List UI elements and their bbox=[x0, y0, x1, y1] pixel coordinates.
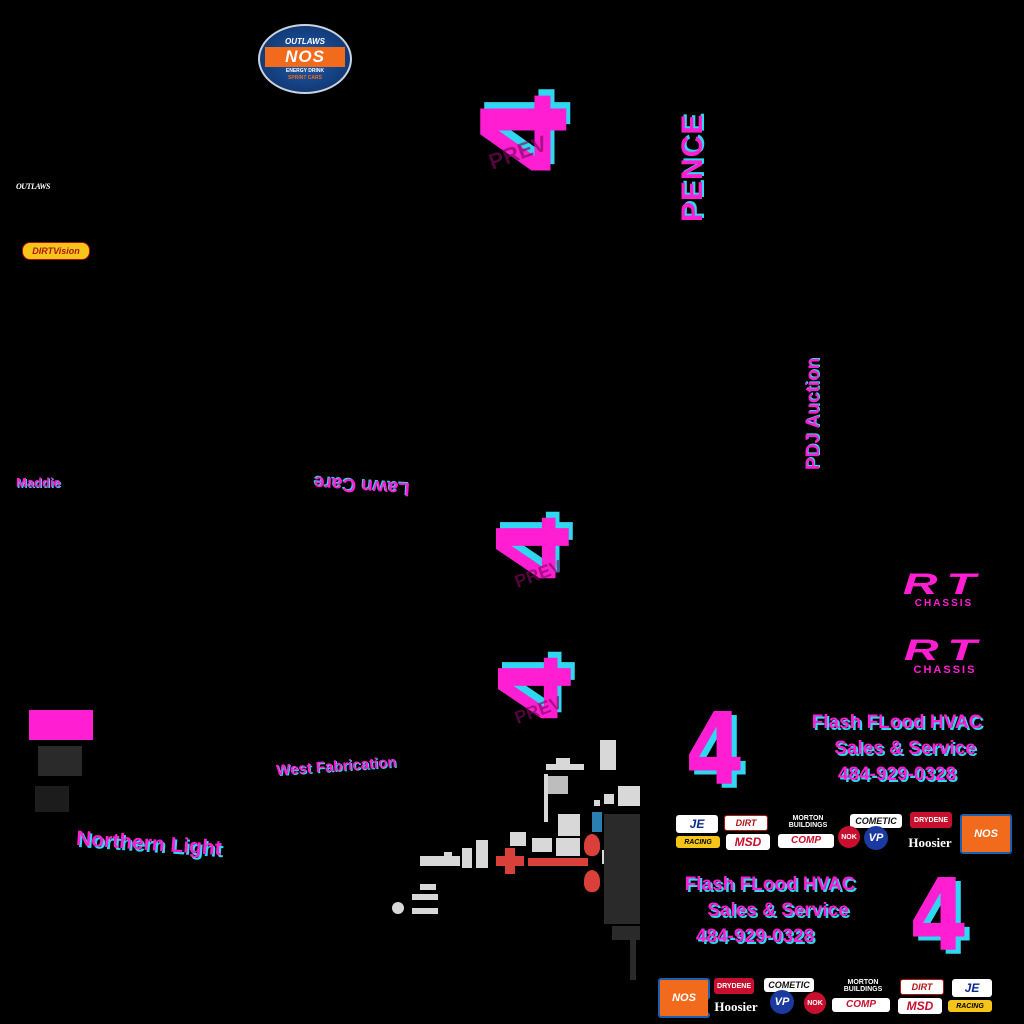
dirtvision-logo: DIRTVision bbox=[22, 242, 90, 260]
hvac-lower-line3: 484-929-0328 bbox=[695, 926, 815, 947]
sponsor-nos: NOS bbox=[960, 814, 1012, 854]
sponsor-pdj-auction: PDJ Auction bbox=[803, 357, 824, 470]
part-red bbox=[584, 870, 600, 892]
part-red bbox=[505, 848, 515, 874]
part-piece bbox=[556, 838, 580, 856]
sponsor-drydene: DRYDENE bbox=[910, 812, 952, 828]
outlaws-small-logo: OUTLAWS bbox=[16, 182, 51, 191]
part-dark-block bbox=[604, 814, 640, 924]
swatch-darker-grey bbox=[35, 786, 69, 812]
sprint-cars-text: SPRINT CARS bbox=[288, 75, 322, 81]
sponsor-msd: MSD bbox=[726, 834, 770, 850]
hvac-panel-upper: Flash FLood HVAC Sales & Service 484-929… bbox=[782, 710, 1012, 788]
rt-chassis-logo-bottom: RT CHASSIS bbox=[876, 634, 1014, 678]
sponsor-cometic: COMETIC bbox=[850, 814, 902, 828]
sponsor-racing-lower: RACING bbox=[948, 1000, 992, 1012]
energy-drink-text: ENERGY DRINK bbox=[285, 68, 325, 74]
sponsor-morton-lower: MORTON BUILDINGS bbox=[832, 978, 894, 994]
part-piece bbox=[594, 800, 600, 806]
part-piece bbox=[544, 774, 548, 822]
part-piece bbox=[558, 814, 580, 836]
driver-name-pence: PENCE bbox=[676, 113, 709, 222]
part-piece bbox=[476, 840, 488, 868]
sponsor-comp-lower: COMP bbox=[832, 998, 890, 1012]
part-piece bbox=[412, 908, 438, 914]
hvac-lower-line1: Flash FLood HVAC bbox=[684, 874, 856, 895]
nos-outlaws-logo: OUTLAWS NOS ENERGY DRINK SPRINT CARS bbox=[258, 24, 352, 94]
number-four-panel-upper: 4 bbox=[685, 691, 745, 808]
sponsor-strip-upper: JE DIRT MORTON BUILDINGS COMETIC DRYDENE… bbox=[674, 812, 1012, 856]
outlaws-logo-text: OUTLAWS bbox=[285, 37, 325, 46]
sponsor-nos-lower: NOS bbox=[658, 978, 710, 1018]
part-piece bbox=[462, 848, 472, 868]
sponsor-northern-light: Northern Light bbox=[75, 826, 223, 861]
sponsor-dirt-lower: DIRT bbox=[900, 979, 944, 995]
number-four-low: 4 PREV bbox=[478, 653, 596, 744]
sponsor-dirt: DIRT bbox=[724, 815, 768, 831]
part-piece bbox=[556, 758, 570, 766]
sponsor-vp: VP bbox=[864, 826, 888, 850]
part-red bbox=[528, 858, 588, 866]
rt-chassis-logo-top: RT CHASSIS bbox=[880, 568, 1008, 610]
sponsor-lawn-care: Lawn Care bbox=[313, 471, 411, 500]
nos-logo-band: NOS bbox=[265, 47, 345, 67]
rt-mark-top: RT bbox=[902, 568, 986, 601]
hvac-upper-line3: 484-929-0328 bbox=[837, 764, 957, 785]
sponsor-je-lower: JE bbox=[952, 979, 992, 997]
part-piece bbox=[618, 786, 640, 806]
nos-logo-text: NOS bbox=[285, 47, 325, 66]
sponsor-hoosier: Hoosier bbox=[902, 834, 958, 850]
part-red bbox=[584, 834, 600, 856]
part-dark-block bbox=[630, 940, 636, 980]
part-piece bbox=[444, 852, 452, 860]
part-shadow bbox=[592, 812, 602, 832]
part-piece bbox=[546, 764, 584, 770]
sponsor-morton: MORTON BUILDINGS bbox=[776, 814, 840, 830]
rt-chassis-text-bottom: CHASSIS bbox=[890, 664, 1000, 676]
sponsor-hoosier-lower: Hoosier bbox=[708, 998, 764, 1014]
sponsor-nok: NOK bbox=[838, 826, 860, 848]
name-maddie: Maddie bbox=[16, 475, 61, 490]
number-four-top: 4 PREV bbox=[456, 88, 598, 198]
part-piece bbox=[600, 740, 616, 770]
number-four-mid: 4 PREV bbox=[476, 513, 593, 604]
swatch-magenta bbox=[29, 710, 93, 740]
number-four-panel-lower: 4 bbox=[909, 857, 969, 974]
dirtvision-logo-text: DIRTVision bbox=[32, 246, 80, 256]
part-piece bbox=[412, 894, 438, 900]
sponsor-msd-lower: MSD bbox=[898, 998, 942, 1014]
sponsor-west-fabrication: West Fabrication bbox=[275, 753, 398, 780]
rt-mark-bottom: RT bbox=[903, 634, 987, 667]
part-piece bbox=[420, 856, 460, 866]
swatch-dark-grey bbox=[38, 746, 82, 776]
hvac-panel-lower: Flash FLood HVAC Sales & Service 484-929… bbox=[654, 872, 886, 950]
part-piece bbox=[548, 776, 568, 794]
part-dark-block bbox=[612, 926, 640, 940]
sponsor-je: JE bbox=[676, 815, 718, 833]
sponsor-racing: RACING bbox=[676, 836, 720, 848]
hvac-lower-line2: Sales & Service bbox=[707, 900, 849, 921]
part-piece bbox=[510, 832, 526, 846]
hvac-upper-line2: Sales & Service bbox=[834, 738, 976, 759]
sponsor-vp-lower: VP bbox=[770, 990, 794, 1014]
sponsor-comp: COMP bbox=[778, 834, 834, 848]
part-piece bbox=[392, 902, 404, 914]
part-piece bbox=[420, 884, 436, 890]
part-piece bbox=[604, 794, 614, 804]
sponsor-cometic-lower: COMETIC bbox=[764, 978, 814, 992]
sponsor-nok-lower: NOK bbox=[804, 992, 826, 1014]
sponsor-drydene-lower: DRYDENE bbox=[714, 978, 754, 994]
part-piece bbox=[532, 838, 552, 852]
sponsor-strip-lower: NOS DRYDENE COMETIC MORTON BUILDINGS DIR… bbox=[656, 976, 998, 1020]
rt-chassis-text-top: CHASSIS bbox=[894, 598, 994, 609]
hvac-upper-line1: Flash FLood HVAC bbox=[811, 712, 983, 733]
